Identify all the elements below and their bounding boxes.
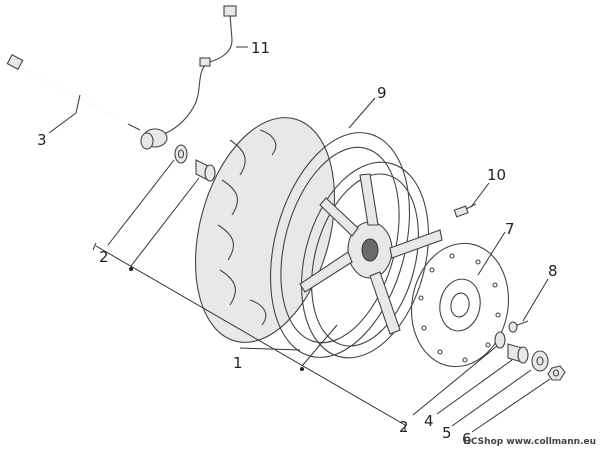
leader-lines	[48, 46, 551, 433]
label-7: 7	[505, 220, 515, 238]
label-1: 1	[233, 354, 243, 372]
rim-part	[299, 161, 443, 359]
left-spacer-part	[195, 159, 216, 182]
label-11: 11	[251, 39, 270, 57]
disc-bolt-part	[508, 320, 529, 333]
valve-part	[453, 203, 477, 218]
label-4: 4	[424, 412, 434, 430]
brake-disc-part	[410, 242, 510, 368]
speedometer-cable-part	[140, 5, 237, 150]
seal-part	[531, 350, 549, 372]
label-5: 5	[442, 424, 452, 442]
nut-part	[547, 365, 566, 381]
right-bearing-part	[494, 331, 506, 349]
label-8: 8	[548, 262, 558, 280]
label-9: 9	[377, 84, 387, 102]
assembly-bracket	[92, 242, 406, 432]
label-2-left: 2	[99, 248, 109, 266]
label-6: 6	[462, 430, 472, 448]
right-spacer-part	[507, 343, 529, 364]
label-10: 10	[487, 166, 506, 184]
label-3: 3	[37, 131, 47, 149]
label-2-right: 2	[399, 418, 409, 436]
watermark-text: HCShop www.collmann.eu	[463, 437, 596, 447]
axle-part	[6, 54, 141, 131]
left-bearing-part	[174, 144, 188, 164]
